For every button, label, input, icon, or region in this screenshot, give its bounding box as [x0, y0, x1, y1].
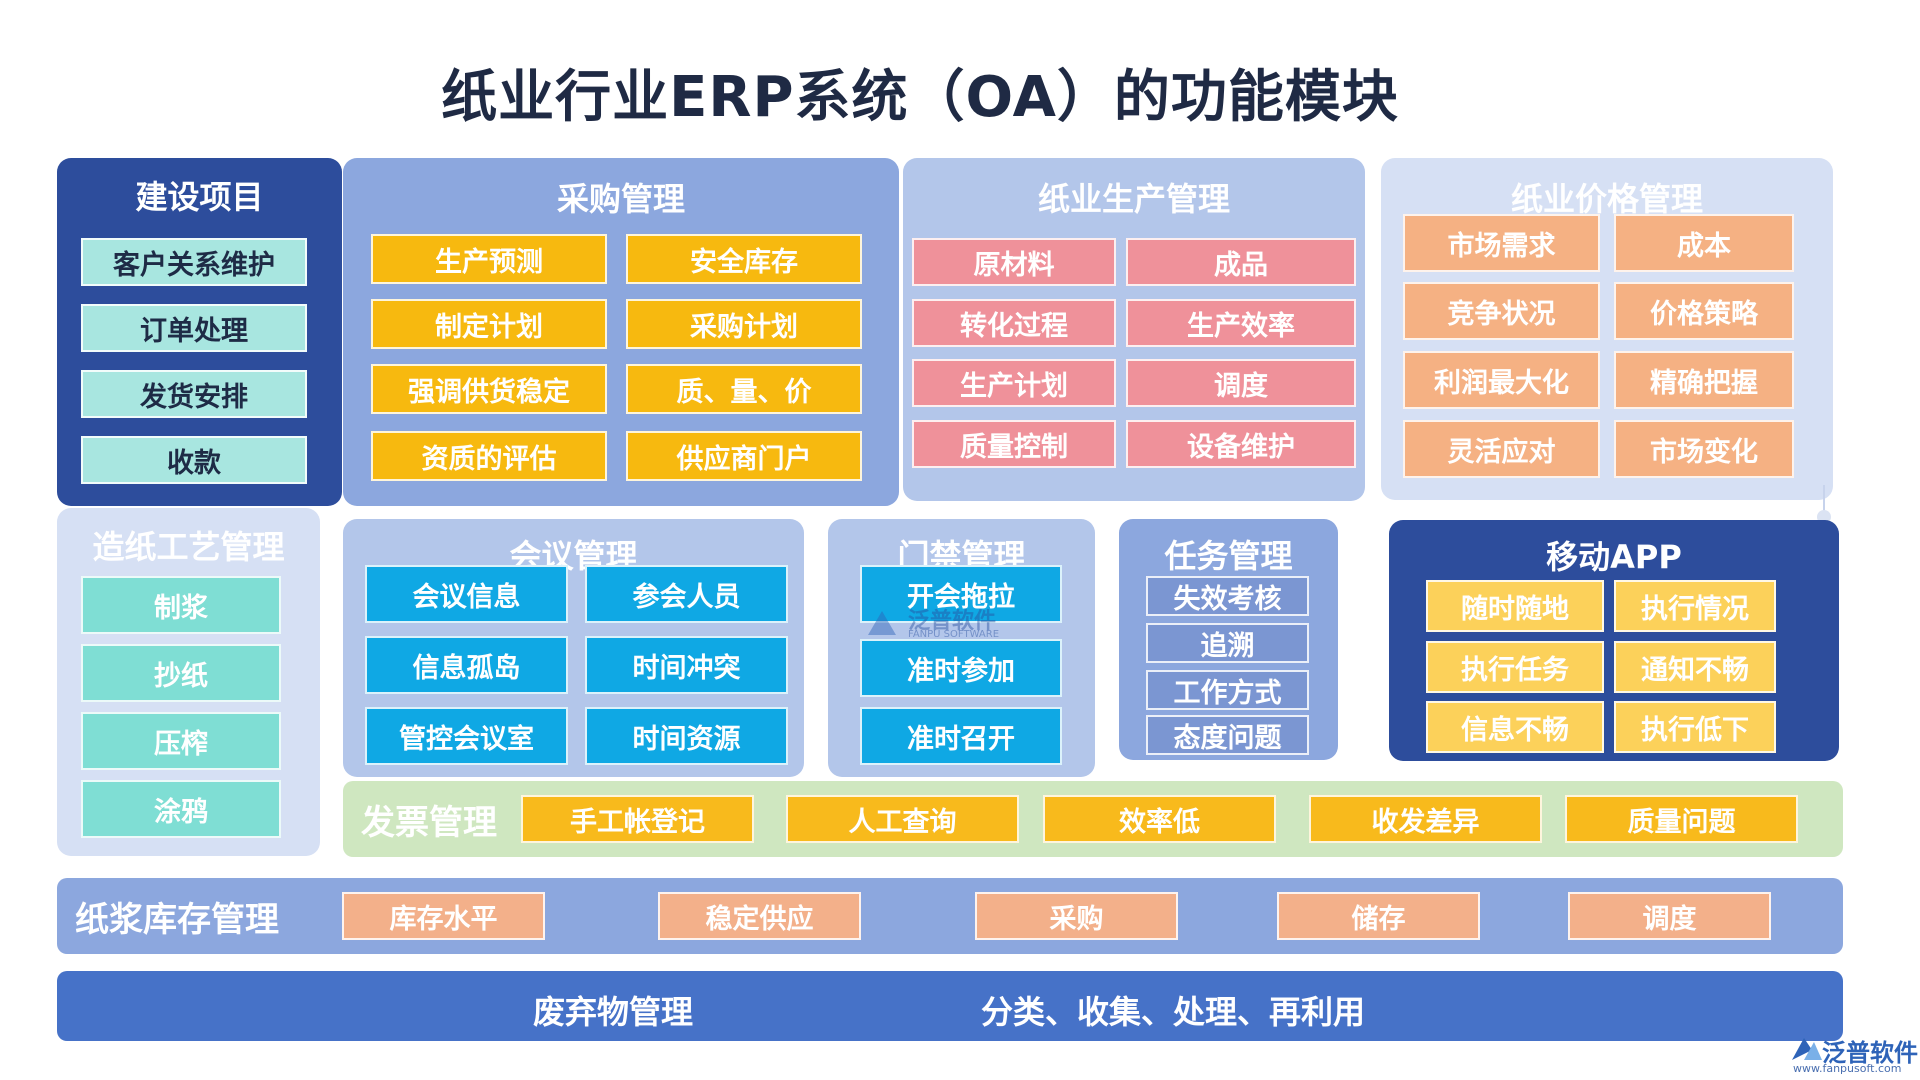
panel-purchase: 采购管理 生产预测 安全库存 制定计划 采购计划 强调供货稳定 质、量、价 资质… [343, 158, 899, 506]
panel-pulp: 纸浆库存管理 库存水平 稳定供应 采购 储存 调度 [57, 878, 1843, 954]
pulp-item: 储存 [1277, 892, 1480, 940]
panel-craft-title: 造纸工艺管理 [92, 528, 285, 566]
meeting-item: 参会人员 [585, 565, 788, 623]
watermark-logo-icon [868, 611, 896, 635]
purchase-item: 资质的评估 [371, 431, 607, 481]
invoice-item: 收发差异 [1309, 795, 1542, 843]
watermark-name: 泛普软件 [908, 609, 997, 634]
logo-name: 泛普软件 [1822, 1039, 1918, 1067]
production-item: 调度 [1126, 359, 1356, 407]
build-item: 收款 [81, 436, 307, 484]
task-item: 追溯 [1146, 623, 1309, 663]
access-item: 准时参加 [860, 639, 1062, 697]
meeting-item: 会议信息 [365, 565, 568, 623]
pulp-item: 库存水平 [342, 892, 545, 940]
purchase-item: 生产预测 [371, 234, 607, 284]
app-item: 信息不畅 [1426, 701, 1604, 753]
panel-price-title: 纸业价格管理 [1510, 180, 1703, 218]
panel-waste-title: 废弃物管理 [533, 993, 694, 1031]
production-item: 成品 [1126, 238, 1356, 286]
purchase-item: 采购计划 [626, 299, 862, 349]
panel-pulp-title: 纸浆库存管理 [75, 900, 279, 940]
watermark-sub: FANPU SOFTWARE [908, 629, 1000, 640]
page-title: 纸业行业ERP系统（OA）的功能模块 [441, 65, 1399, 130]
task-item: 态度问题 [1146, 715, 1309, 755]
panel-app: 移动APP 随时随地 执行情况 执行任务 通知不畅 信息不畅 执行低下 [1389, 520, 1839, 761]
purchase-item: 强调供货稳定 [371, 364, 607, 414]
price-item: 成本 [1614, 214, 1794, 272]
invoice-item: 人工查询 [786, 795, 1019, 843]
purchase-item: 质、量、价 [626, 364, 862, 414]
meeting-item: 时间冲突 [585, 636, 788, 694]
panel-build-title: 建设项目 [135, 178, 264, 216]
price-item: 价格策略 [1614, 282, 1794, 340]
price-item: 市场需求 [1403, 214, 1600, 272]
craft-item: 制浆 [81, 576, 281, 634]
price-item: 市场变化 [1614, 420, 1794, 478]
panel-access: 门禁管理 开会拖拉 准时参加 准时召开 泛普软件 FANPU SOFTWARE [828, 519, 1095, 777]
build-item: 订单处理 [81, 304, 307, 352]
meeting-item: 管控会议室 [365, 707, 568, 765]
price-item: 精确把握 [1614, 351, 1794, 409]
panel-invoice-title: 发票管理 [361, 803, 497, 843]
invoice-item: 效率低 [1043, 795, 1276, 843]
purchase-item: 供应商门户 [626, 431, 862, 481]
app-item: 执行低下 [1614, 701, 1776, 753]
panel-purchase-title: 采购管理 [556, 180, 685, 218]
panel-meeting: 会议管理 会议信息 参会人员 信息孤岛 时间冲突 管控会议室 时间资源 [343, 519, 804, 777]
task-item: 工作方式 [1146, 670, 1309, 710]
panel-production: 纸业生产管理 原材料 成品 转化过程 生产效率 生产计划 调度 质量控制 设备维… [903, 158, 1365, 501]
panel-price: 纸业价格管理 市场需求 成本 竞争状况 价格策略 利润最大化 精确把握 灵活应对… [1381, 158, 1833, 500]
task-item: 失效考核 [1146, 576, 1309, 616]
purchase-item: 制定计划 [371, 299, 607, 349]
build-item: 客户关系维护 [81, 238, 307, 286]
build-item: 发货安排 [81, 370, 307, 418]
panel-build: 建设项目 客户关系维护 订单处理 发货安排 收款 [57, 158, 342, 506]
panel-task: 任务管理 失效考核 追溯 工作方式 态度问题 [1119, 519, 1338, 760]
app-item: 通知不畅 [1614, 641, 1776, 693]
production-item: 生产计划 [912, 359, 1116, 407]
meeting-item: 信息孤岛 [365, 636, 568, 694]
craft-item: 压榨 [81, 712, 281, 770]
panel-invoice: 发票管理 手工帐登记 人工查询 效率低 收发差异 质量问题 [343, 781, 1843, 857]
production-item: 生产效率 [1126, 299, 1356, 347]
invoice-item: 质量问题 [1565, 795, 1798, 843]
production-item: 转化过程 [912, 299, 1116, 347]
connector-line [1823, 485, 1825, 515]
craft-item: 涂鸦 [81, 780, 281, 838]
price-item: 竞争状况 [1403, 282, 1600, 340]
pulp-item: 调度 [1568, 892, 1771, 940]
purchase-item: 安全库存 [626, 234, 862, 284]
pulp-item: 稳定供应 [658, 892, 861, 940]
pulp-item: 采购 [975, 892, 1178, 940]
panel-waste: 废弃物管理 分类、收集、处理、再利用 [57, 971, 1843, 1041]
app-item: 执行情况 [1614, 580, 1776, 632]
price-item: 灵活应对 [1403, 420, 1600, 478]
panel-production-title: 纸业生产管理 [1037, 180, 1230, 218]
panel-app-title: 移动APP [1546, 538, 1682, 576]
access-item: 准时召开 [860, 707, 1062, 765]
app-item: 随时随地 [1426, 580, 1604, 632]
panel-craft: 造纸工艺管理 制浆 抄纸 压榨 涂鸦 [57, 508, 320, 856]
panel-waste-desc: 分类、收集、处理、再利用 [981, 993, 1366, 1031]
panel-task-title: 任务管理 [1164, 537, 1293, 575]
fanpu-logo-icon [1792, 1038, 1822, 1060]
invoice-item: 手工帐登记 [521, 795, 754, 843]
meeting-item: 时间资源 [585, 707, 788, 765]
app-item: 执行任务 [1426, 641, 1604, 693]
price-item: 利润最大化 [1403, 351, 1600, 409]
craft-item: 抄纸 [81, 644, 281, 702]
production-item: 原材料 [912, 238, 1116, 286]
production-item: 质量控制 [912, 420, 1116, 468]
access-item: 开会拖拉 [860, 565, 1062, 623]
logo-url: www.fanpusoft.com [1793, 1062, 1902, 1075]
production-item: 设备维护 [1126, 420, 1356, 468]
